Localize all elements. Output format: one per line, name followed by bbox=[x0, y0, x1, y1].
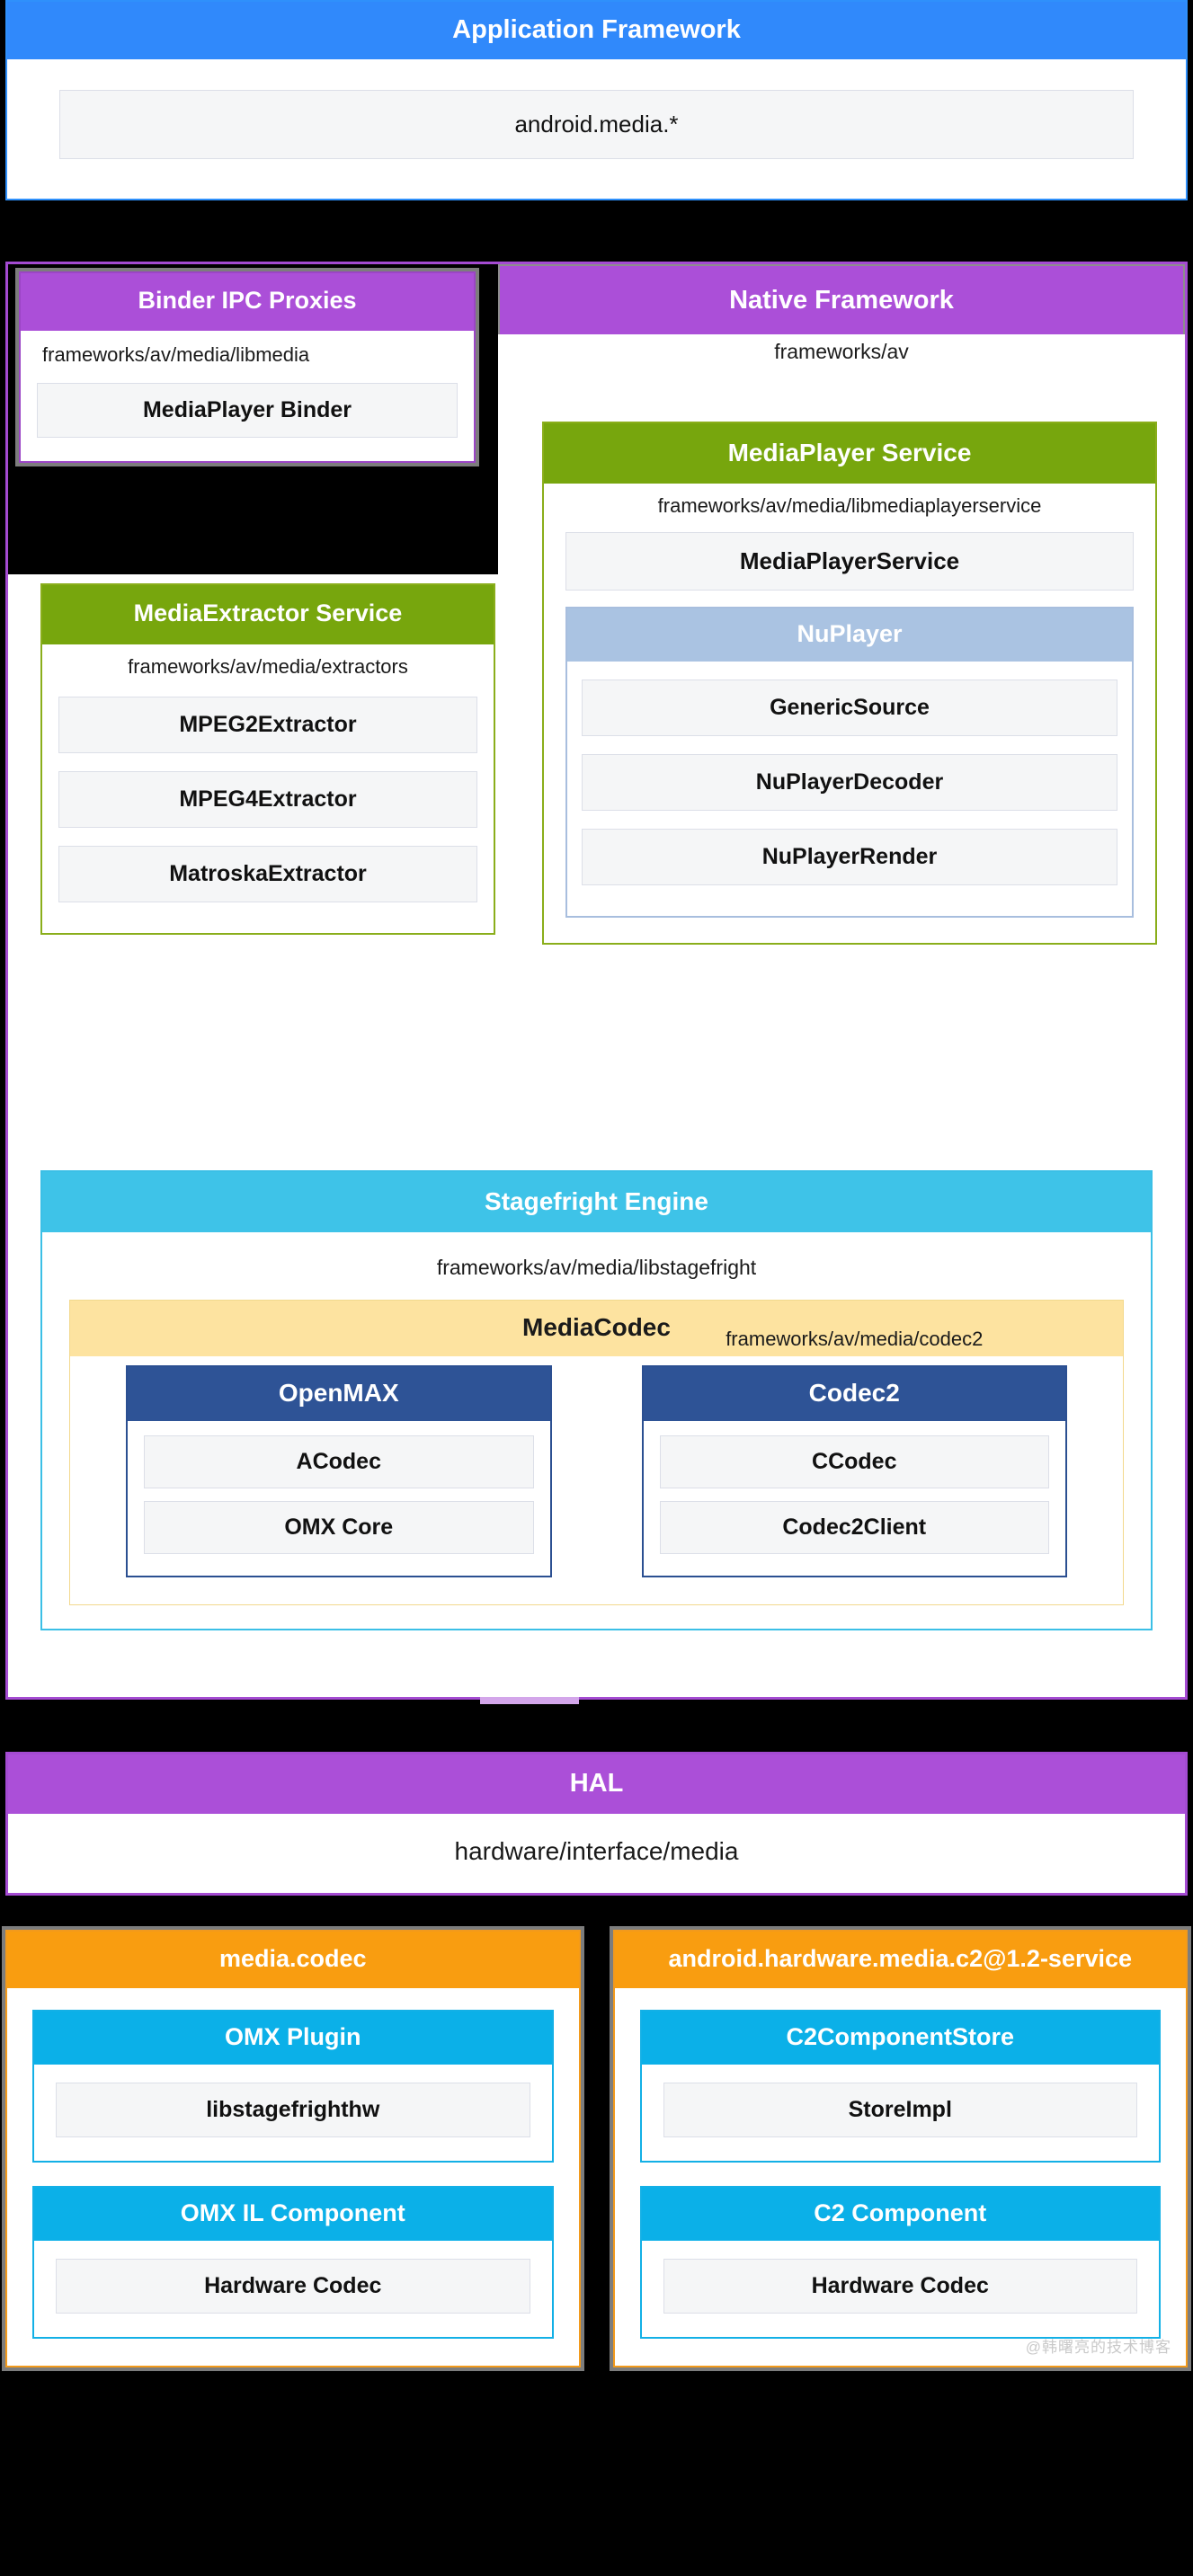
omx-core-item[interactable]: OMX Core bbox=[144, 1501, 534, 1555]
libstagefrighthw-item[interactable]: libstagefrighthw bbox=[56, 2082, 530, 2137]
application-framework-panel: Application Framework android.media.* bbox=[5, 0, 1188, 201]
storeimpl-item[interactable]: StoreImpl bbox=[663, 2082, 1137, 2137]
omx-plugin-body: libstagefrighthw bbox=[34, 2065, 552, 2161]
mediacodec-title: MediaCodec bbox=[70, 1301, 1123, 1357]
mpeg4extractor-item[interactable]: MPEG4Extractor bbox=[58, 771, 477, 829]
mediacodec-body: OpenMAX ACodec OMX Core frameworks/av/me… bbox=[70, 1328, 1123, 1604]
codec2client-item[interactable]: Codec2Client bbox=[659, 1501, 1049, 1555]
divider-below-app-framework bbox=[0, 200, 1193, 235]
application-framework-body: android.media.* bbox=[7, 59, 1186, 199]
omx-plugin-panel: OMX Plugin libstagefrighthw bbox=[32, 2009, 554, 2163]
ccodec-item[interactable]: CCodec bbox=[659, 1435, 1049, 1489]
stagefright-engine-body: frameworks/av/media/libstagefright Media… bbox=[42, 1232, 1151, 1629]
divider-below-native-framework bbox=[0, 1718, 1193, 1753]
acodec-item[interactable]: ACodec bbox=[144, 1435, 534, 1489]
hal-body: hardware/interface/media bbox=[8, 1814, 1185, 1893]
media-player-service-panel: MediaPlayer Service frameworks/av/media/… bbox=[542, 422, 1157, 946]
stagefright-engine-panel: Stagefright Engine frameworks/av/media/l… bbox=[40, 1170, 1153, 1631]
application-framework-title: Application Framework bbox=[7, 2, 1186, 60]
stagefright-engine-title: Stagefright Engine bbox=[42, 1172, 1151, 1233]
c2-service-vendor-title: android.hardware.media.c2@1.2-service bbox=[614, 1932, 1186, 1988]
binder-ipc-proxies-title: Binder IPC Proxies bbox=[21, 273, 474, 332]
c2-component-store-title: C2ComponentStore bbox=[641, 2011, 1159, 2065]
c2-hardware-codec-item[interactable]: Hardware Codec bbox=[663, 2258, 1137, 2314]
media-extractor-service-panel: MediaExtractor Service frameworks/av/med… bbox=[40, 583, 495, 936]
codec2-panel: Codec2 CCodec Codec2Client bbox=[641, 1365, 1067, 1578]
omx-il-component-panel: OMX IL Component Hardware Codec bbox=[32, 2185, 554, 2339]
hal-path: hardware/interface/media bbox=[454, 1837, 739, 1866]
native-framework-panel: Native Framework frameworks/av Binder IP… bbox=[5, 262, 1188, 1705]
c2-service-vendor-panel: android.hardware.media.c2@1.2-service C2… bbox=[609, 1926, 1191, 2371]
codec2-body: CCodec Codec2Client bbox=[644, 1421, 1066, 1576]
c2-component-title: C2 Component bbox=[641, 2187, 1159, 2241]
media-player-service-title: MediaPlayer Service bbox=[544, 423, 1155, 484]
c2-component-panel: C2 Component Hardware Codec bbox=[639, 2185, 1161, 2339]
omx-il-component-body: Hardware Codec bbox=[34, 2241, 552, 2337]
hal-title: HAL bbox=[8, 1754, 1185, 1815]
codec2-path: frameworks/av/media/codec2 bbox=[726, 1328, 984, 1351]
media-player-service-body: frameworks/av/media/libmediaplayerservic… bbox=[544, 484, 1155, 943]
native-framework-bottom-notch bbox=[480, 1697, 579, 1705]
native-framework-path: frameworks/av bbox=[774, 340, 909, 364]
openmax-body: ACodec OMX Core bbox=[128, 1421, 550, 1576]
binder-ipc-proxies-panel: Binder IPC Proxies frameworks/av/media/l… bbox=[15, 268, 479, 467]
mediacodec-panel: MediaCodec OpenMAX ACodec OMX Core bbox=[69, 1300, 1124, 1606]
watermark-text: @韩曙亮的技术博客 bbox=[1025, 2338, 1171, 2356]
c2-service-vendor-body: C2ComponentStore StoreImpl C2 Component … bbox=[615, 1988, 1187, 2366]
omx-il-component-title: OMX IL Component bbox=[34, 2187, 552, 2241]
native-framework-title: Native Framework bbox=[498, 264, 1185, 335]
openmax-column: OpenMAX ACodec OMX Core bbox=[126, 1365, 552, 1578]
divider-below-hal bbox=[0, 1896, 1193, 1931]
binder-ipc-proxies-body: frameworks/av/media/libmedia MediaPlayer… bbox=[21, 331, 474, 461]
nuplayer-body: GenericSource NuPlayerDecoder NuPlayerRe… bbox=[567, 662, 1132, 916]
media-extractor-service-path: frameworks/av/media/extractors bbox=[128, 655, 408, 679]
mediaplayer-binder-item[interactable]: MediaPlayer Binder bbox=[37, 383, 458, 439]
mpeg2extractor-item[interactable]: MPEG2Extractor bbox=[58, 697, 477, 754]
codec2-column: frameworks/av/media/codec2 Codec2 CCodec… bbox=[641, 1328, 1067, 1578]
omx-hardware-codec-item[interactable]: Hardware Codec bbox=[56, 2258, 530, 2314]
nuplayerrender-item[interactable]: NuPlayerRender bbox=[582, 829, 1117, 886]
media-codec-vendor-body: OMX Plugin libstagefrighthw OMX IL Compo… bbox=[7, 1988, 579, 2366]
openmax-title: OpenMAX bbox=[128, 1367, 550, 1422]
omx-plugin-title: OMX Plugin bbox=[34, 2011, 552, 2065]
c2-component-store-panel: C2ComponentStore StoreImpl bbox=[639, 2009, 1161, 2163]
media-extractor-service-body: frameworks/av/media/extractors MPEG2Extr… bbox=[42, 644, 494, 933]
c2-component-body: Hardware Codec bbox=[642, 2241, 1160, 2337]
binder-ipc-proxies-path: frameworks/av/media/libmedia bbox=[42, 343, 310, 367]
codec2-title: Codec2 bbox=[643, 1367, 1065, 1422]
matroskaextractor-item[interactable]: MatroskaExtractor bbox=[58, 846, 477, 903]
middle-region: Native Framework frameworks/av Binder IP… bbox=[5, 235, 1188, 1718]
openmax-panel: OpenMAX ACodec OMX Core bbox=[126, 1365, 552, 1578]
media-player-service-path: frameworks/av/media/libmediaplayerservic… bbox=[657, 494, 1042, 518]
nuplayerdecoder-item[interactable]: NuPlayerDecoder bbox=[582, 754, 1117, 812]
media-codec-vendor-title: media.codec bbox=[7, 1932, 579, 1988]
mediaplayerservice-item[interactable]: MediaPlayerService bbox=[565, 532, 1134, 591]
nuplayer-panel: NuPlayer GenericSource NuPlayerDecoder N… bbox=[565, 607, 1134, 919]
android-media-item[interactable]: android.media.* bbox=[59, 90, 1134, 160]
genericsource-item[interactable]: GenericSource bbox=[582, 680, 1117, 737]
media-extractor-service-title: MediaExtractor Service bbox=[42, 585, 494, 645]
media-codec-vendor-panel: media.codec OMX Plugin libstagefrighthw … bbox=[2, 1926, 584, 2371]
nuplayer-title: NuPlayer bbox=[567, 608, 1132, 662]
stagefright-engine-path: frameworks/av/media/libstagefright bbox=[436, 1256, 757, 1280]
hal-panel: HAL hardware/interface/media bbox=[5, 1752, 1188, 1896]
c2-component-store-body: StoreImpl bbox=[642, 2065, 1160, 2161]
vendor-services-region: media.codec OMX Plugin libstagefrighthw … bbox=[0, 1926, 1193, 2371]
